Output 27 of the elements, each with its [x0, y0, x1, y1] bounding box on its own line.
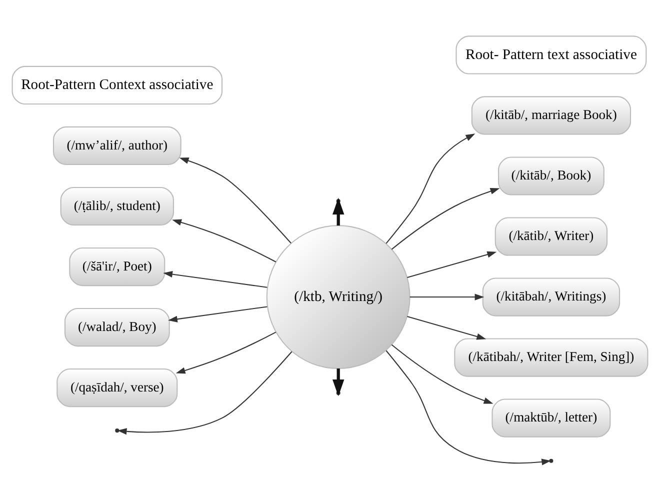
node-box: (/kātib/, Writer): [494, 216, 608, 256]
node-box: (/šā'ir/, Poet): [69, 246, 166, 286]
arrow: [176, 331, 276, 374]
arrow: [117, 350, 292, 434]
arrow: [168, 306, 268, 322]
node-box: Root-Pattern Context associative: [12, 65, 223, 104]
node-box: (/walad/, Boy): [64, 307, 170, 346]
arrow: [391, 188, 500, 250]
arrow: [386, 350, 552, 465]
node-box: (/ṭālib/, student): [60, 186, 174, 226]
node-box: (/mw’alif/, author): [52, 126, 182, 165]
node-circle: (/ktb, Writing/): [266, 224, 410, 369]
node-box: (/kitāb/, marriage Book): [471, 96, 632, 134]
arrow: [172, 218, 276, 262]
node-box: (/kitāb/, Book): [498, 156, 604, 195]
arrow: [410, 293, 484, 300]
arrow: [179, 157, 292, 243]
arrow: [386, 133, 476, 244]
node-box: Root- Pattern text associative: [456, 35, 647, 74]
node-box: (/kitābah/, Writings): [482, 277, 620, 316]
node-box: (/qaṣīdah/, verse): [56, 368, 178, 407]
arrow: [391, 344, 494, 404]
arrow: [407, 250, 497, 278]
node-box: (/maktūb/, letter): [492, 398, 611, 437]
node-box: (/kātibah/, Writer [Fem, Sing]): [454, 338, 648, 376]
arrow: [407, 316, 486, 340]
arrow: [163, 270, 268, 288]
